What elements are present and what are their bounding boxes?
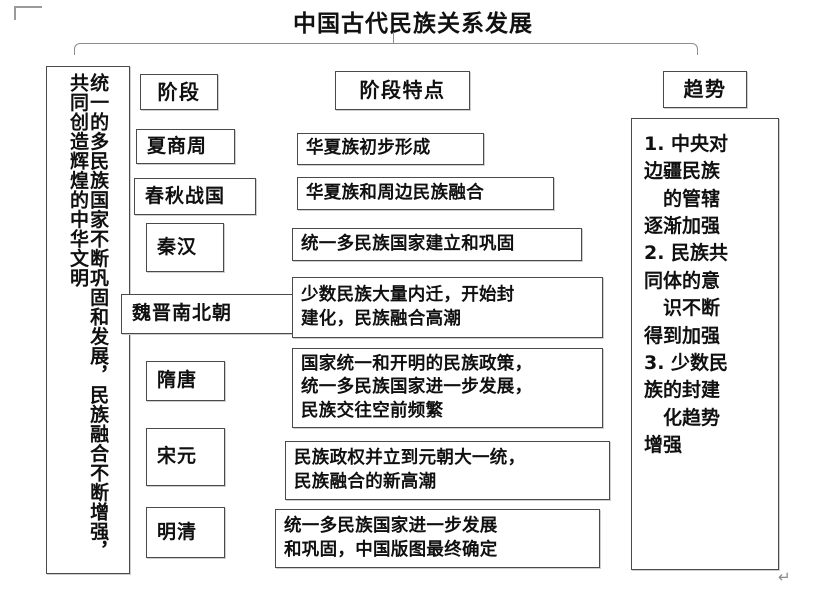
header-trend: 趋势 — [663, 71, 747, 108]
page-corner-mark-top-left — [14, 6, 42, 20]
bracket-stem — [393, 32, 394, 44]
header-features: 阶段特点 — [335, 71, 470, 110]
paragraph-return-mark: ↵ — [778, 568, 791, 586]
trend-item-1: 2. 民族共 同体的意 识不断 得到加强 — [644, 242, 729, 347]
stage-box-0: 夏商周 — [136, 129, 235, 164]
feature-text-0: 华夏族初步形成 — [306, 138, 431, 159]
feature-box-5: 民族政权并立到元朝大一统， 民族融合的新高潮 — [285, 441, 610, 500]
header-stage-label: 阶段 — [157, 79, 201, 104]
feature-text-4: 国家统一和开明的民族政策， 统一多民族国家进一步发展， 民族交往空前频繁 — [301, 354, 533, 421]
summary-column: 统一的多民族国家不断巩固和发展，民族融合不断增强，共同创造辉煌的中华文明 — [46, 66, 130, 574]
trend-item-2: 3. 少数民 族的封建 化趋势 增强 — [644, 351, 729, 456]
feature-box-1: 华夏族和周边民族融合 — [297, 177, 554, 210]
stage-box-1: 春秋战国 — [134, 178, 256, 215]
stage-box-2: 秦汉 — [146, 223, 224, 272]
page-title: 中国古代民族关系发展 — [293, 11, 533, 37]
feature-text-3: 少数民族大量内迁，开始封 建化，民族融合高潮 — [301, 285, 515, 329]
stage-label-5: 宋元 — [157, 445, 198, 468]
stage-label-0: 夏商周 — [147, 134, 208, 157]
trend-list: 1. 中央对 边疆民族 的管辖 逐渐加强 2. 民族共 同体的意 识不断 得到加… — [644, 131, 728, 459]
feature-box-4: 国家统一和开明的民族政策， 统一多民族国家进一步发展， 民族交往空前频繁 — [292, 348, 603, 428]
stage-label-3: 魏晋南北朝 — [132, 302, 233, 325]
stage-label-4: 隋唐 — [157, 369, 198, 392]
stage-label-1: 春秋战国 — [145, 184, 226, 207]
feature-text-1: 华夏族和周边民族融合 — [306, 182, 484, 203]
stage-box-6: 明清 — [146, 507, 225, 558]
header-stage: 阶段 — [140, 74, 218, 110]
trend-item-0: 1. 中央对 边疆民族 的管辖 逐渐加强 — [644, 133, 729, 238]
stage-box-5: 宋元 — [146, 428, 225, 486]
stage-box-4: 隋唐 — [146, 361, 225, 401]
stage-label-2: 秦汉 — [157, 235, 198, 258]
feature-box-2: 统一多民族国家建立和巩固 — [292, 228, 582, 261]
header-trend-label: 趋势 — [683, 77, 727, 102]
feature-text-6: 统一多民族国家进一步发展 和巩固，中国版图最终确定 — [284, 516, 498, 560]
stage-label-6: 明清 — [157, 520, 198, 543]
feature-text-5: 民族政权并立到元朝大一统， 民族融合的新高潮 — [294, 448, 526, 492]
feature-text-2: 统一多民族国家建立和巩固 — [301, 233, 515, 254]
feature-box-0: 华夏族初步形成 — [297, 133, 484, 165]
stage-box-3: 魏晋南北朝 — [121, 294, 294, 334]
trend-panel: 1. 中央对 边疆民族 的管辖 逐渐加强 2. 民族共 同体的意 识不断 得到加… — [631, 118, 779, 570]
feature-box-3: 少数民族大量内迁，开始封 建化，民族融合高潮 — [292, 277, 603, 338]
feature-box-6: 统一多民族国家进一步发展 和巩固，中国版图最终确定 — [275, 509, 600, 568]
header-features-label: 阶段特点 — [359, 78, 446, 103]
title-bracket — [74, 43, 698, 55]
summary-column-text: 统一的多民族国家不断巩固和发展，民族融合不断增强，共同创造辉煌的中华文明 — [67, 73, 110, 561]
